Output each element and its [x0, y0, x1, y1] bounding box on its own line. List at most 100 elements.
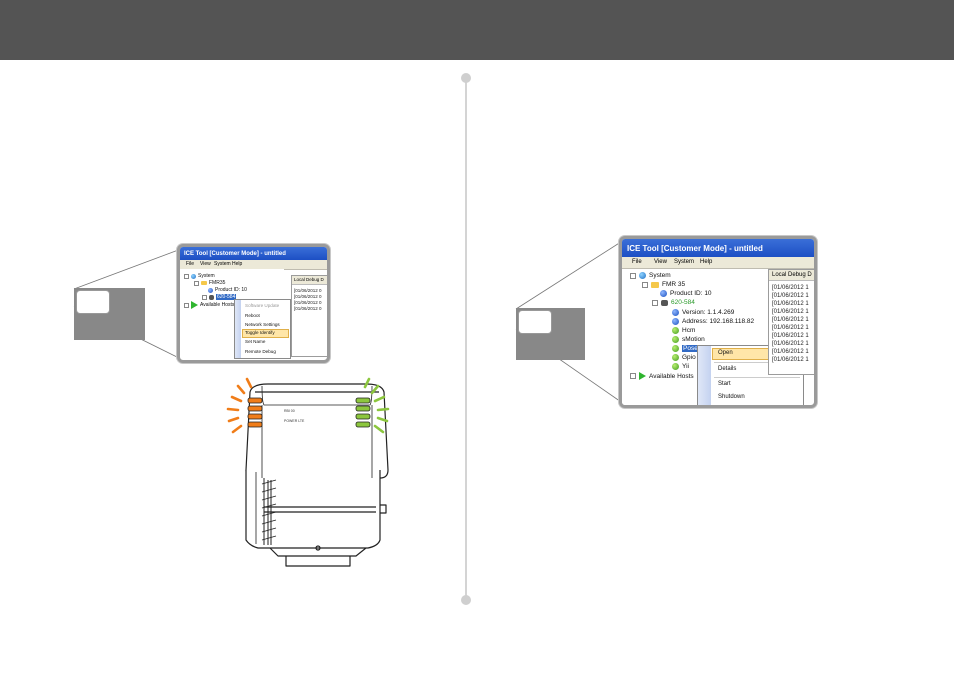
tree-label: System — [649, 272, 671, 279]
collapse-icon[interactable] — [652, 299, 658, 306]
collapse-icon[interactable] — [194, 280, 199, 286]
menu-item-open[interactable]: Open — [718, 350, 733, 356]
callout-key-left — [76, 290, 110, 314]
module-icon — [672, 336, 679, 343]
menu-separator — [714, 362, 800, 363]
tree-item-selected[interactable]: Poser — [672, 345, 701, 352]
menu-help[interactable]: Help — [700, 259, 713, 265]
device-icon — [209, 294, 214, 300]
menu-system[interactable]: System — [214, 261, 231, 267]
divider-bottom-dot — [461, 595, 471, 605]
divider-top-dot — [461, 73, 471, 83]
info-icon — [672, 318, 679, 325]
tree-item-available-hosts[interactable]: Available Hosts — [184, 301, 234, 309]
menu-system[interactable]: System — [674, 259, 695, 265]
menu-file[interactable]: File — [186, 261, 195, 267]
tree-item-system[interactable]: System — [184, 273, 215, 279]
tree-item-gpio[interactable]: Gpio — [672, 354, 696, 361]
expand-icon[interactable] — [184, 302, 189, 308]
device-label-top: RBI 00 — [284, 409, 295, 413]
menu-item-software-update[interactable]: Software Update — [245, 303, 280, 308]
tree-label: Product ID: 10 — [670, 290, 712, 297]
debug-line: [01/06/2012 1 — [772, 349, 809, 355]
module-icon — [672, 327, 679, 334]
header-band — [0, 0, 954, 60]
debug-line: [01/06/2012 1 — [772, 325, 809, 331]
tree-item-device[interactable]: 620-584 — [202, 294, 237, 300]
tree-item-address[interactable]: Address: 192.168.118.82 — [672, 318, 754, 325]
tree-item-smotion[interactable]: sMotion — [672, 336, 705, 343]
expand-icon[interactable] — [202, 294, 207, 300]
tree-item-product-id[interactable]: Product ID: 10 — [660, 290, 712, 297]
menu-separator — [714, 377, 800, 378]
menu-strip — [698, 346, 711, 405]
column-divider — [465, 76, 467, 600]
tree-item-fmr[interactable]: FMR 35 — [642, 281, 685, 288]
collapse-icon[interactable] — [642, 281, 648, 288]
tree-label: FMR 35 — [662, 281, 686, 288]
debug-line: [01/06/2012 0 — [294, 288, 322, 293]
debug-line: [01/06/2012 1 — [772, 293, 809, 299]
debug-panel: Local Debug D [01/06/2012 0 [01/06/2012 … — [291, 275, 327, 357]
menu-item-start[interactable]: Start — [718, 381, 731, 387]
menu-item-details[interactable]: Details — [718, 366, 737, 372]
menu-item-toggle-identify[interactable]: Toggle Identify — [245, 330, 275, 335]
tree-item-fmr[interactable]: FMR35 — [194, 280, 225, 286]
menu-help[interactable]: Help — [232, 261, 243, 267]
debug-line: [01/06/2012 1 — [772, 309, 809, 315]
globe-icon — [639, 272, 646, 279]
right-ice-tool-window: ICE Tool [Customer Mode] - untitled File… — [619, 236, 817, 408]
tree-label: System — [198, 273, 215, 279]
debug-line: [01/06/2012 1 — [772, 341, 809, 347]
debug-line: [01/06/2012 0 — [294, 306, 322, 311]
menu-view[interactable]: View — [654, 259, 667, 265]
tree-label: Available Hosts — [200, 302, 235, 308]
device-label-bottom: POWER LTE — [284, 419, 305, 423]
tree-label: Product ID: 10 — [215, 287, 247, 293]
debug-line: [01/06/2012 1 — [772, 357, 809, 363]
tree-label: Hcm — [682, 327, 696, 334]
tree-label: FMR35 — [209, 280, 226, 286]
play-arrow-icon — [639, 372, 646, 380]
window-title: ICE Tool [Customer Mode] - untitled — [627, 243, 763, 253]
tree-item-version[interactable]: Version: 1.1.4.269 — [672, 309, 734, 316]
tree-label-selected: Poser — [682, 345, 701, 352]
folder-icon — [201, 281, 207, 285]
debug-line: [01/06/2012 1 — [772, 333, 809, 339]
menu-bar: File View System Help — [622, 257, 814, 269]
menu-item-shutdown[interactable]: Shutdown — [718, 394, 745, 400]
tree-item-available-hosts[interactable]: Available Hosts — [630, 372, 694, 380]
menu-highlight — [242, 329, 289, 338]
tree-item-product-id[interactable]: Product ID: 10 — [208, 287, 247, 293]
tree-label: Yii — [682, 363, 689, 370]
menu-item-network-settings[interactable]: Network Settings — [245, 322, 280, 327]
menu-view[interactable]: View — [200, 261, 211, 267]
debug-header: Local Debug D — [769, 270, 814, 281]
left-ice-tool-window: ICE Tool [Customer Mode] - untitled File… — [177, 244, 330, 363]
collapse-icon[interactable] — [184, 273, 189, 279]
collapse-icon[interactable] — [630, 272, 636, 279]
tree-item-system[interactable]: System — [630, 272, 671, 279]
info-icon — [660, 290, 667, 297]
menu-item-set-name[interactable]: Set Name — [245, 339, 266, 344]
callout-key-right — [518, 310, 552, 334]
tree-item-device[interactable]: 620-584 — [652, 299, 695, 306]
debug-line: [01/06/2012 1 — [772, 285, 809, 291]
menu-strip — [235, 300, 241, 358]
tree-label-selected: 620-584 — [216, 294, 237, 300]
menu-item-remote-debug[interactable]: Remote Debug — [245, 349, 276, 354]
debug-line: [01/06/2012 0 — [294, 300, 322, 305]
module-icon — [672, 354, 679, 361]
tree-item-yii[interactable]: Yii — [672, 363, 689, 370]
menu-item-reboot[interactable]: Reboot — [245, 313, 260, 318]
tree-label: Address: 192.168.118.82 — [682, 318, 755, 325]
info-icon — [672, 309, 679, 316]
menu-file[interactable]: File — [632, 259, 642, 265]
globe-icon — [191, 273, 196, 279]
debug-line: [01/06/2012 1 — [772, 301, 809, 307]
module-icon — [672, 363, 679, 370]
tree-label: 620-584 — [671, 299, 695, 306]
window-title-bar: ICE Tool [Customer Mode] - untitled — [622, 239, 814, 257]
tree-item-hcm[interactable]: Hcm — [672, 327, 695, 334]
expand-icon[interactable] — [630, 373, 636, 379]
